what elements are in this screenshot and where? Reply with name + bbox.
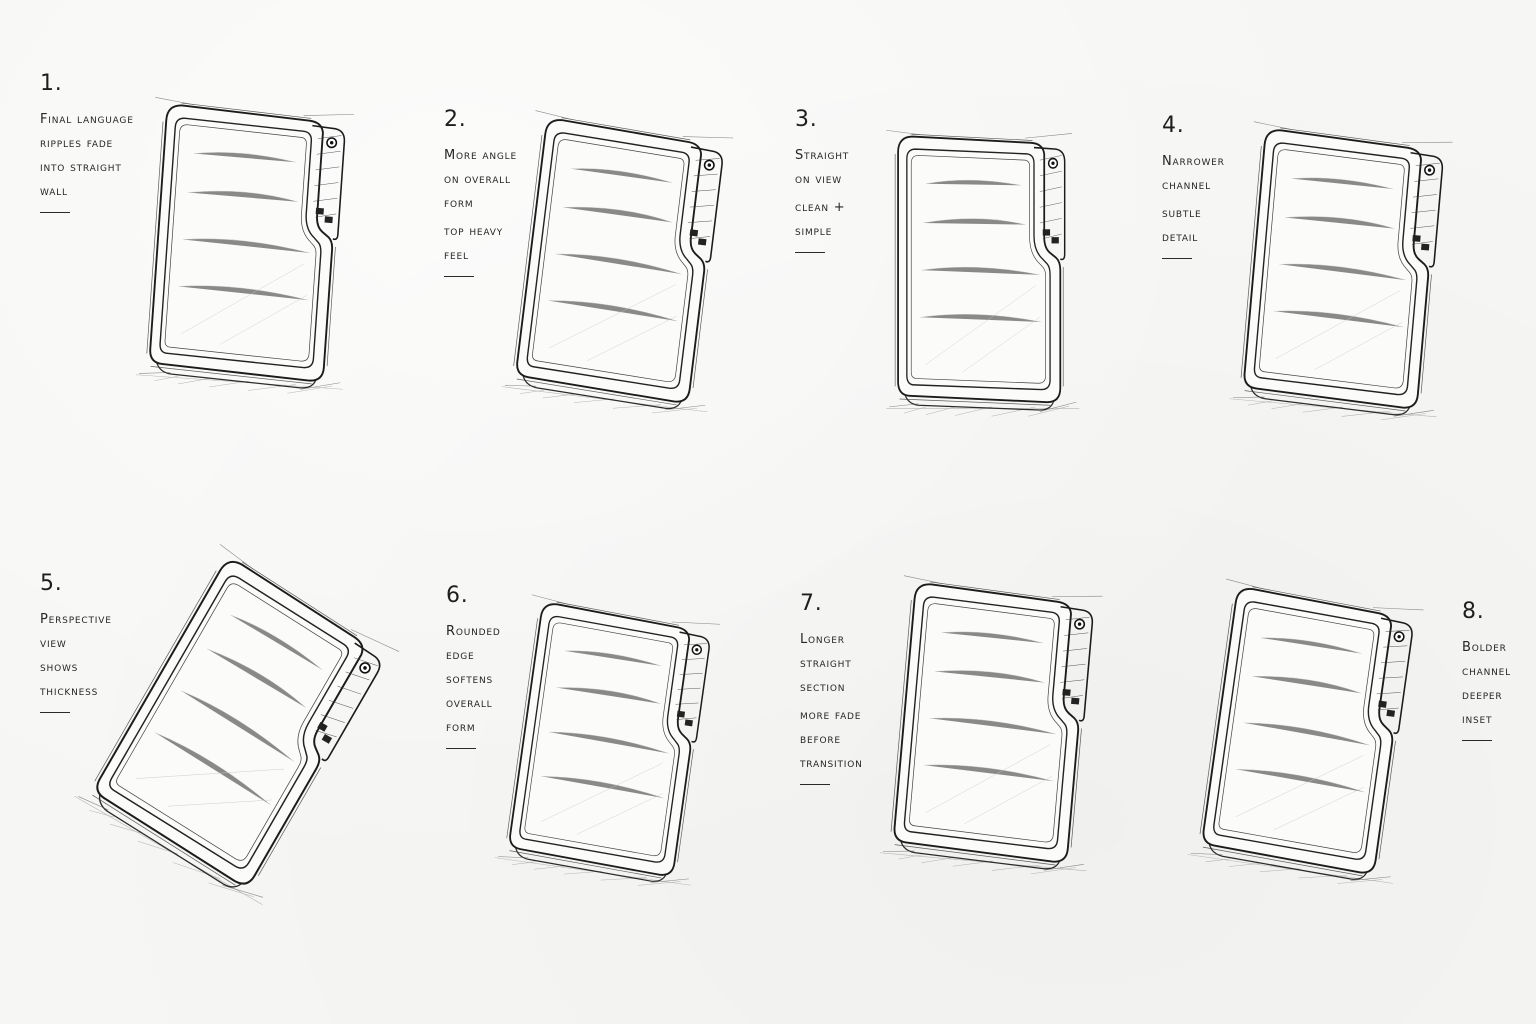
sketch-1-number: 1. xyxy=(40,71,63,96)
sketch-8-note: 8. Bolder channel deeper inset xyxy=(1462,598,1511,742)
sketch-8-line-4: inset xyxy=(1462,712,1493,727)
sketch-7-number: 7. xyxy=(800,591,823,616)
sketch-8-line-2: channel xyxy=(1462,664,1511,679)
sketch-3-line-2: on view xyxy=(795,172,842,187)
sketch-3-line-1: Straight xyxy=(795,148,850,163)
sketch-7-line-6: transition xyxy=(800,756,863,771)
sketch-3-device xyxy=(885,129,1081,418)
sketch-7-line-3: section xyxy=(800,680,846,695)
sketch-4-line-3: subtle xyxy=(1162,206,1202,221)
sketch-6-line-5: form xyxy=(446,720,476,735)
sketch-2-line-1: More angle xyxy=(444,148,517,163)
sketch-2-note: 2. More angle on overall form top heavy … xyxy=(444,106,517,278)
sketch-3-note: 3. Straight on view clean + simple xyxy=(795,106,850,254)
sketch-5-line-4: thickness xyxy=(40,684,99,699)
sketch-8-line-3: deeper xyxy=(1462,688,1503,703)
sketch-7-dash xyxy=(800,784,830,786)
sketch-7-device xyxy=(878,574,1112,880)
sketch-7-line-1: Longer xyxy=(800,632,845,647)
sketch-5-device xyxy=(69,543,409,913)
sketch-2-number: 2. xyxy=(444,107,467,132)
sketch-4-line-2: channel xyxy=(1162,178,1211,193)
sketch-6-dash xyxy=(446,748,476,750)
sketch-2-line-3: form xyxy=(444,196,474,211)
sketch-4-number: 4. xyxy=(1162,113,1185,138)
sketch-8-dash xyxy=(1462,740,1492,742)
sketch-5-number: 5. xyxy=(40,571,63,596)
sketch-2-dash xyxy=(444,276,474,278)
sketch-3-line-3: clean + xyxy=(795,200,846,215)
sketch-8-number: 8. xyxy=(1462,599,1485,624)
sketch-7-note: 7. Longer straight section more fade bef… xyxy=(800,590,863,786)
sketch-8-line-1: Bolder xyxy=(1462,640,1507,655)
sketch-6-note: 6. Rounded edge softens overall form xyxy=(446,582,501,750)
sketch-6-line-3: softens xyxy=(446,672,494,687)
sketch-4-line-1: Narrower xyxy=(1162,154,1225,169)
sketch-1-line-3: into straight xyxy=(40,160,122,175)
sketch-1-line-2: ripples fade xyxy=(40,136,114,151)
sketch-6-device xyxy=(492,593,729,894)
sketch-1-line-4: wall xyxy=(40,184,68,199)
sketch-6-number: 6. xyxy=(446,583,469,608)
sketch-1-device xyxy=(134,96,364,399)
sketch-5-note: 5. Perspective view shows thickness xyxy=(40,570,112,714)
sketch-4-note: 4. Narrower channel subtle detail xyxy=(1162,112,1225,260)
sketch-3-number: 3. xyxy=(795,107,818,132)
sketch-5-line-2: view xyxy=(40,636,67,651)
sketch-1-dash xyxy=(40,212,70,214)
sketch-2-device xyxy=(499,109,743,421)
sketch-5-line-3: shows xyxy=(40,660,79,675)
sketch-3-dash xyxy=(795,252,825,254)
sketch-1-line-1: Final language xyxy=(40,112,134,127)
sketch-8-device xyxy=(1185,578,1433,893)
sketch-1-note: 1. Final language ripples fade into stra… xyxy=(40,70,134,214)
sketch-6-line-2: edge xyxy=(446,648,475,663)
sketch-4-line-4: detail xyxy=(1162,230,1199,245)
sketch-5-line-1: Perspective xyxy=(40,612,112,627)
sketch-4-device xyxy=(1228,120,1462,426)
sketch-2-line-5: feel xyxy=(444,248,469,263)
sketch-2-line-4: top heavy xyxy=(444,224,504,239)
sketch-5-dash xyxy=(40,712,70,714)
sketch-7-line-5: before xyxy=(800,732,841,747)
sketch-7-line-2: straight xyxy=(800,656,852,671)
sketch-4-dash xyxy=(1162,258,1192,260)
sketch-6-line-4: overall xyxy=(446,696,493,711)
sketch-7-line-4: more fade xyxy=(800,708,862,723)
sketch-3-line-4: simple xyxy=(795,224,833,239)
sketch-6-line-1: Rounded xyxy=(446,624,501,639)
sketch-2-line-2: on overall xyxy=(444,172,511,187)
